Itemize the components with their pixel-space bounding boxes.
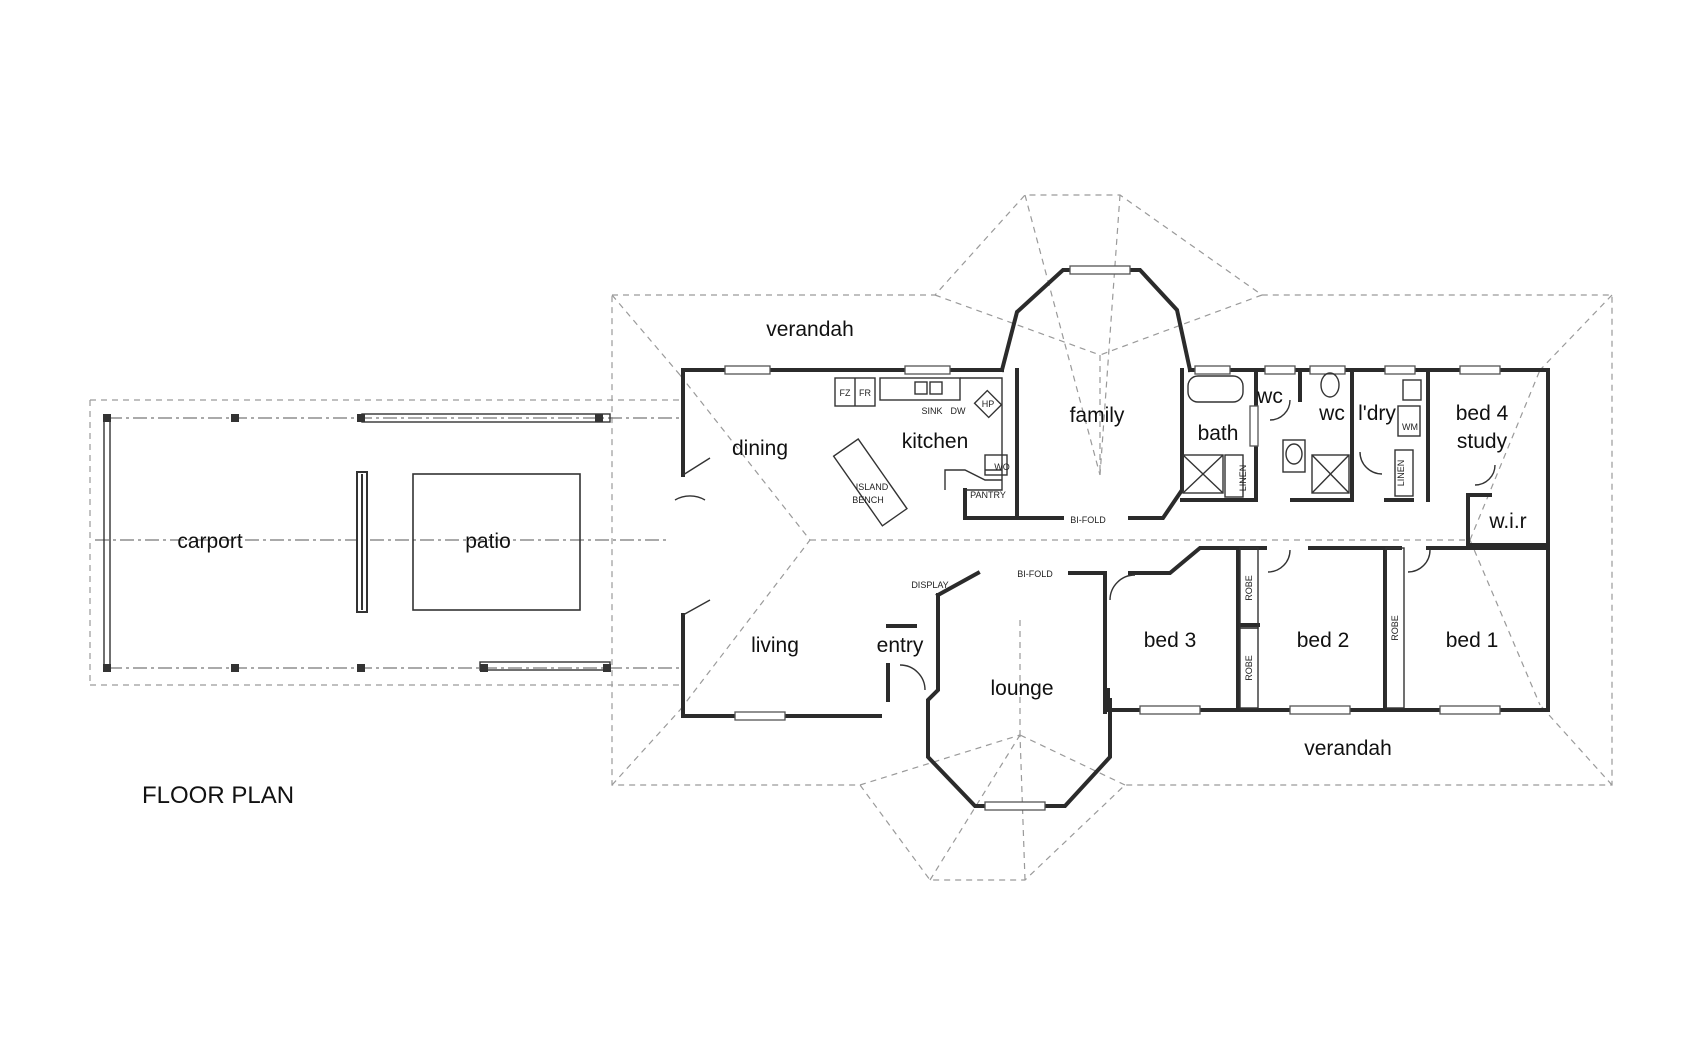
robes (1239, 547, 1405, 709)
kitchen-fixtures (832, 377, 1008, 527)
fixture-label-dw: DW (951, 406, 966, 416)
room-label-lounge: lounge (990, 677, 1053, 700)
fixture-label-robe-bed2: ROBE (1244, 655, 1254, 681)
room-label-wc-2: wc (1318, 402, 1345, 425)
room-label-wc-1: wc (1256, 385, 1283, 408)
fixture-label-display: DISPLAY (911, 580, 948, 590)
fixture-label-robe-bed3: ROBE (1244, 575, 1254, 601)
room-label-family: family (1070, 404, 1125, 427)
bathroom-fixtures (1182, 372, 1422, 498)
fixture-label-fr: FR (859, 388, 871, 398)
room-label-living: living (751, 634, 799, 657)
fixture-label-robe-bed1: ROBE (1390, 615, 1400, 641)
carport-structure (103, 413, 680, 672)
plan-title: FLOOR PLAN (142, 782, 294, 809)
room-label-bed2: bed 2 (1297, 629, 1350, 652)
room-label-bed4: bed 4 (1456, 402, 1509, 425)
walls (681, 268, 1550, 808)
fixture-label-hp: HP (982, 399, 995, 409)
room-label-laundry: l'dry (1358, 402, 1396, 425)
fixture-label-bifold-north: BI-FOLD (1070, 515, 1106, 525)
roof-outline (89, 194, 1613, 881)
room-label-verandah-bottom: verandah (1304, 737, 1392, 760)
room-label-entry: entry (877, 634, 924, 657)
room-label-bed1: bed 1 (1446, 629, 1499, 652)
fixture-label-sink: SINK (921, 406, 942, 416)
fixture-label-bench: BENCH (852, 495, 884, 505)
room-label-patio: patio (465, 530, 511, 553)
room-label-bed3: bed 3 (1144, 629, 1197, 652)
fixture-label-fz: FZ (840, 388, 851, 398)
room-label-kitchen: kitchen (902, 430, 969, 453)
fixture-label-wo: WO (994, 462, 1010, 472)
fixture-label-linen-laundry: LINEN (1396, 460, 1406, 487)
room-label-verandah-top: verandah (766, 318, 854, 341)
room-label-carport: carport (177, 530, 243, 553)
room-label-dining: dining (732, 437, 788, 460)
patio-area (412, 473, 581, 611)
room-label-bath: bath (1198, 422, 1239, 445)
windows (724, 265, 1501, 811)
fixture-label-pantry: PANTRY (970, 490, 1006, 500)
room-label-study: study (1457, 430, 1508, 453)
fixture-label-bifold-south: BI-FOLD (1017, 569, 1053, 579)
door-swings (674, 399, 1496, 691)
fixture-label-island: ISLAND (856, 482, 889, 492)
room-label-wir: w.i.r (1488, 510, 1526, 533)
fixture-label-linen-bath: LINEN (1238, 465, 1248, 492)
fixture-label-wm: WM (1402, 422, 1418, 432)
